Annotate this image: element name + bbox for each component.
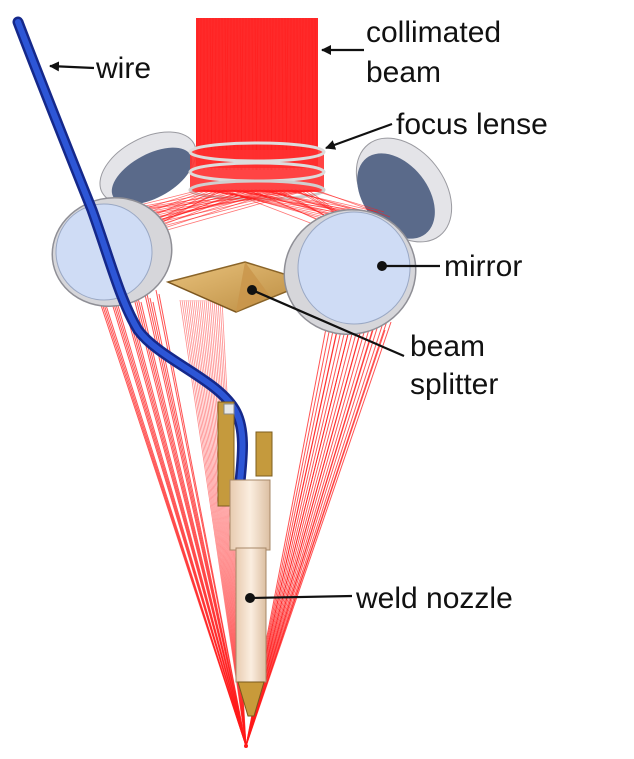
beam-ray — [314, 17, 318, 171]
converging-ray-right — [245, 321, 380, 747]
converging-ray-right — [245, 325, 383, 747]
beam-splitter-label-line2: splitter — [410, 368, 498, 401]
weld-nozzle-leader — [249, 594, 353, 600]
mirror-back-left — [99, 131, 197, 205]
feed-wire — [12, 16, 248, 488]
label-leaders — [49, 45, 440, 600]
wire-arrow — [49, 61, 95, 72]
converging-ray-right — [245, 321, 392, 747]
beam-ray — [244, 17, 247, 171]
split-ray-left — [127, 189, 257, 211]
beam-splitter-leader-dot — [247, 285, 257, 295]
focus-lens-arrow — [325, 122, 393, 150]
focus-lense-label: focus lense — [396, 108, 548, 141]
focal-point — [244, 744, 248, 748]
beam-splitter-leader — [251, 288, 405, 358]
converging-ray-left — [152, 301, 247, 747]
mirror-label: mirror — [444, 250, 522, 283]
split-ray-left — [135, 189, 313, 211]
split-ray-right — [315, 189, 391, 218]
split-ray-left — [131, 189, 285, 211]
split-ray-right — [311, 189, 385, 213]
converging-ray-left — [140, 301, 247, 747]
split-ray-left — [139, 189, 317, 216]
collimated-beam-label-line1: collimated — [366, 16, 501, 49]
converging-ray-left — [128, 301, 247, 747]
beam-ray — [251, 17, 254, 171]
converging-ray-left — [104, 301, 247, 747]
split-ray-left — [135, 189, 289, 216]
wire-label: wire — [95, 52, 151, 85]
beam-ray — [259, 17, 262, 171]
weld-nozzle-leader-dot — [245, 593, 255, 603]
converging-ray-left — [116, 301, 247, 747]
collimated-beam — [195, 17, 318, 171]
focus-lens — [188, 141, 326, 201]
mirror-leader-dot — [377, 261, 387, 271]
beam-splitter-label-line1: beam — [410, 330, 485, 363]
converging-ray-right — [245, 317, 389, 747]
beam-ray — [255, 17, 259, 171]
weld-nozzle-label: weld nozzle — [355, 582, 513, 615]
beam-ray — [199, 17, 202, 171]
beam-ray — [266, 17, 269, 171]
collimated-beam-label-line2: beam — [366, 56, 441, 89]
beam-ray — [311, 17, 314, 171]
converging-ray-right — [245, 317, 377, 747]
mirror-front-right — [283, 208, 417, 336]
converging-ray-left — [158, 293, 247, 747]
beam-ray — [195, 17, 199, 171]
converging-ray-right — [245, 325, 371, 747]
weld-nozzle — [217, 401, 273, 717]
leader-dots — [245, 261, 387, 603]
